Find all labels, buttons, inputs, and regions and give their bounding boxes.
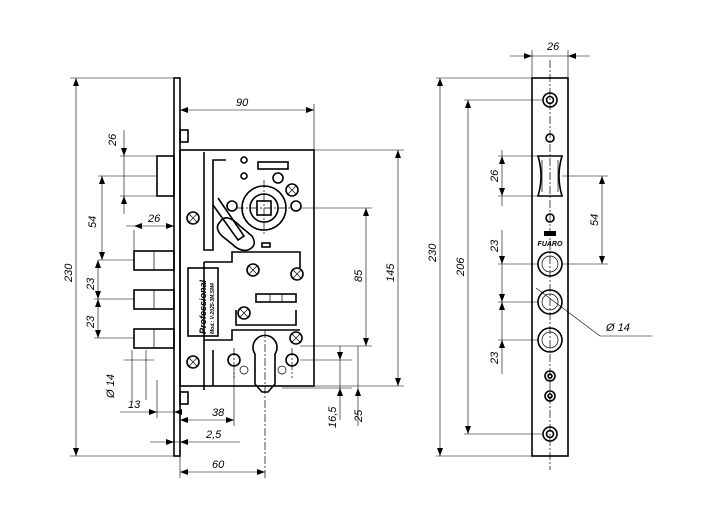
dim-bolt-pitch-2: 23: [85, 315, 97, 329]
dim-faceplate-width: 26: [546, 41, 560, 53]
dim-bolt-protrusion: 26: [147, 213, 161, 225]
dim-latch-height-front: 26: [489, 169, 501, 183]
bolt-carrier-top: [204, 251, 301, 268]
dim-faceplate-height: 230: [427, 243, 439, 263]
dim-screw-span: 206: [455, 257, 467, 277]
lock-case: [179, 149, 315, 387]
left-view: Professional Mod.: V-2025-3M.SM4: [63, 77, 404, 480]
internal-lever: [212, 197, 246, 242]
middle-slot: [255, 293, 297, 303]
latch-front: [536, 155, 564, 197]
dim-spindle-to-edge: 38: [212, 407, 225, 419]
faceplate-screw-top: [179, 129, 189, 143]
right-dimensions: 26 230 206 26 54: [427, 41, 652, 457]
dim-body-depth: 90: [236, 97, 249, 109]
cylinder-cutout: [252, 334, 278, 393]
kidney-slot: [216, 217, 256, 252]
faceplate-screw-bottom: [179, 391, 189, 405]
dim-backset: 60: [212, 459, 225, 471]
internal-slide-bar: [203, 152, 226, 251]
left-dimensions: 230 90 26 54 26: [63, 77, 404, 478]
dim-cylinder-to-bolt: 85: [353, 269, 365, 282]
bolt-carrier-bottom: [204, 329, 300, 341]
label-plate: [187, 267, 219, 337]
latch-bolt: [156, 155, 175, 197]
dim-bolt-pitch-front-1: 23: [489, 239, 501, 253]
dim-hook-to-bolts: 54: [87, 216, 99, 228]
faceplate: [173, 77, 181, 457]
model-label: Mod.: V-2025-3M.SM4: [210, 283, 216, 334]
case-screws: [186, 156, 304, 369]
professional-label: Professional: [198, 279, 208, 334]
dim-faceplate-thickness: 2,5: [205, 429, 222, 441]
dim-cylinder-offset: 13: [128, 399, 141, 411]
dim-bolt-pitch-1: 23: [85, 277, 97, 291]
top-slot: [257, 161, 289, 170]
dim-latch-to-bolt: 54: [589, 214, 601, 226]
dim-cylinder-height: 16,5: [327, 406, 339, 428]
right-view: FUARO 26 230 206: [427, 41, 652, 470]
tiny-slot: [261, 242, 271, 248]
dim-cylinder-bottom: 25: [353, 409, 365, 423]
dim-latch-height: 26: [107, 133, 119, 147]
dim-bolt-diameter: Ø 14: [605, 322, 630, 334]
dim-lower-height: 145: [385, 263, 397, 282]
dim-overall-height: 230: [63, 263, 75, 283]
dim-cylinder-diameter: Ø 14: [105, 374, 117, 399]
dim-bolt-pitch-front-2: 23: [489, 351, 501, 365]
